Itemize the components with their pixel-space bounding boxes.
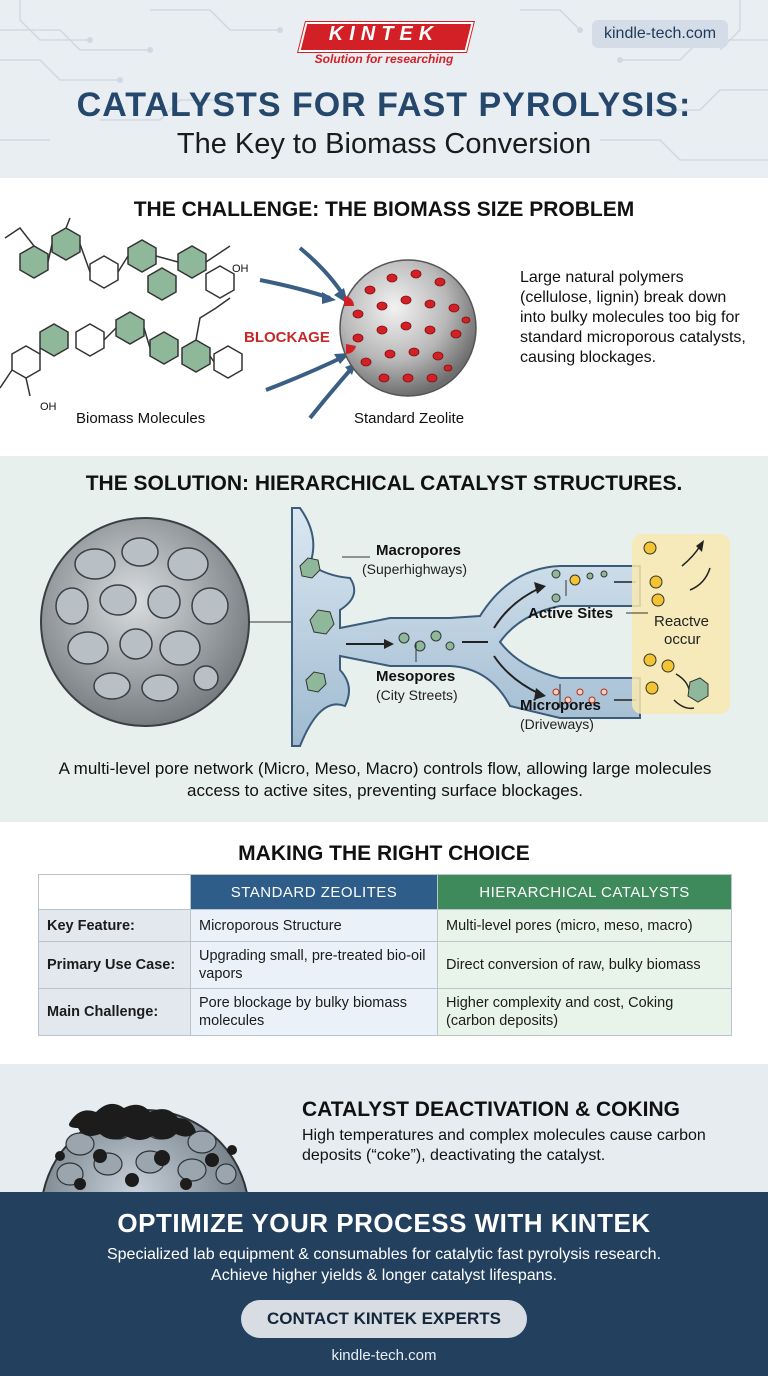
- macropores-sub: (Superhighways): [362, 561, 467, 577]
- pore-network: [291, 507, 641, 747]
- biomass-zeolite-illustration: OH OH BLOCKAGE: [0, 217, 477, 420]
- mesopores-label: Mesopores: [376, 668, 455, 685]
- table-corner: [38, 874, 191, 910]
- logo-tagline: Solution for researching: [314, 52, 454, 66]
- solution-title: THE SOLUTION: HIERARCHICAL CATALYST STRU…: [85, 472, 683, 495]
- page-title: CATALYSTS FOR FAST PYROLYSIS:: [76, 86, 692, 124]
- solution-section: THE SOLUTION: HIERARCHICAL CATALYST STRU…: [0, 456, 768, 822]
- micropores-sub: (Driveways): [520, 716, 594, 732]
- header: KINTEK Solution for researching kindle-t…: [0, 0, 768, 178]
- challenge-section: THE CHALLENGE: THE BIOMASS SIZE PROBLEM: [0, 178, 768, 456]
- cell-standard: Pore blockage by bulky biomass molecules: [190, 988, 438, 1036]
- footer-line-2: Achieve higher yields & longer catalyst …: [211, 1267, 557, 1284]
- table-row: Primary Use Case: Upgrading small, pre-t…: [38, 941, 732, 989]
- blockage-label: BLOCKAGE: [244, 329, 330, 346]
- cell-hierarchical: Multi-level pores (micro, meso, macro): [437, 909, 732, 942]
- active-sites-label: Active Sites: [528, 605, 613, 622]
- biomass-molecules: [0, 217, 243, 397]
- deactivation-section: CATALYST DEACTIVATION & COKING High temp…: [0, 1064, 768, 1192]
- comparison-section: MAKING THE RIGHT CHOICE STANDARD ZEOLITE…: [0, 822, 768, 1064]
- footer-cta: OPTIMIZE YOUR PROCESS WITH KINTEK Specia…: [0, 1192, 768, 1376]
- table-row: Main Challenge: Pore blockage by bulky b…: [38, 988, 732, 1036]
- header-standard-zeolites: STANDARD ZEOLITES: [190, 874, 438, 910]
- solution-description: A multi-level pore network (Micro, Meso,…: [58, 759, 712, 800]
- oh-label-2: OH: [40, 401, 57, 413]
- mesopores-sub: (City Streets): [376, 687, 458, 703]
- hierarchical-pore-diagram: Macropores (Superhighways) Mesopores (Ci…: [40, 507, 730, 747]
- challenge-description: Large natural polymers (cellulose, ligni…: [520, 269, 746, 366]
- cell-hierarchical: Higher complexity and cost, Coking (carb…: [437, 988, 732, 1036]
- challenge-title: THE CHALLENGE: THE BIOMASS SIZE PROBLEM: [133, 198, 635, 221]
- row-label: Primary Use Case:: [38, 941, 191, 989]
- standard-zeolite-sphere: [339, 259, 477, 397]
- circuit-background: [0, 0, 768, 161]
- micropores-label: Micropores: [520, 697, 601, 714]
- footer-line-1: Specialized lab equipment & consumables …: [106, 1246, 662, 1263]
- reaction-label-1: Reactve: [654, 613, 709, 630]
- comparison-title: MAKING THE RIGHT CHOICE: [238, 842, 530, 865]
- porous-particle: [40, 517, 250, 727]
- header-hierarchical-catalysts: HIERARCHICAL CATALYSTS: [437, 874, 732, 910]
- cell-standard: Microporous Structure: [190, 909, 438, 942]
- reaction-label-2: occur: [664, 631, 701, 648]
- site-url-badge[interactable]: kindle-tech.com: [592, 20, 729, 48]
- page-subtitle: The Key to Biomass Conversion: [176, 128, 592, 160]
- footer-title: OPTIMIZE YOUR PROCESS WITH KINTEK: [117, 1208, 651, 1238]
- biomass-molecules-label: Biomass Molecules: [76, 410, 206, 427]
- standard-zeolite-label: Standard Zeolite: [354, 410, 465, 427]
- table-row: Key Feature: Microporous Structure Multi…: [38, 909, 732, 942]
- footer-site-link[interactable]: kindle-tech.com: [331, 1347, 437, 1364]
- macropores-label: Macropores: [376, 542, 461, 559]
- row-label: Main Challenge:: [38, 988, 191, 1036]
- oh-label-1: OH: [232, 263, 249, 275]
- cell-standard: Upgrading small, pre-treated bio-oil vap…: [190, 941, 438, 989]
- cell-hierarchical: Direct conversion of raw, bulky biomass: [437, 941, 732, 989]
- reaction-zone: [632, 534, 730, 714]
- kintek-logo: KINTEK Solution for researching: [298, 22, 474, 70]
- comparison-table: STANDARD ZEOLITES HIERARCHICAL CATALYSTS…: [38, 874, 732, 1036]
- contact-experts-button[interactable]: CONTACT KINTEK EXPERTS: [241, 1300, 527, 1338]
- deactivation-title: CATALYST DEACTIVATION & COKING: [302, 1098, 680, 1121]
- deactivation-description: High temperatures and complex molecules …: [302, 1127, 706, 1164]
- coked-catalyst-illustration: [42, 1103, 248, 1192]
- row-label: Key Feature:: [38, 909, 191, 942]
- footer-description: Specialized lab equipment & consumables …: [0, 1244, 768, 1286]
